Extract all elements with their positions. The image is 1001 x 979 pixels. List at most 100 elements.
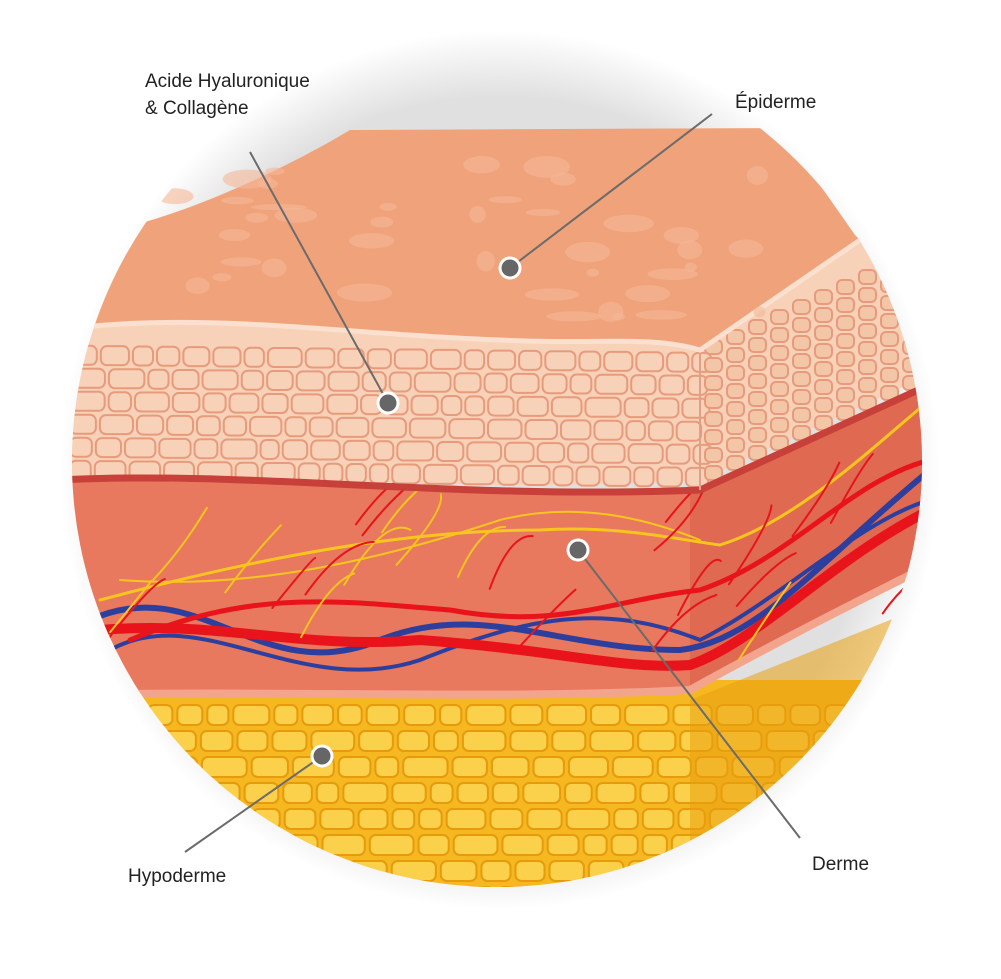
fat-cell bbox=[72, 704, 100, 726]
fat-cell bbox=[439, 704, 463, 726]
fat-cell bbox=[445, 808, 487, 830]
capillary bbox=[735, 552, 797, 607]
epidermis-cell bbox=[135, 414, 165, 436]
epidermis-cell bbox=[651, 397, 680, 419]
fat-cell bbox=[97, 886, 124, 887]
epidermis-cell bbox=[453, 372, 482, 394]
fat-cell bbox=[889, 808, 914, 830]
epidermis-cell bbox=[249, 415, 283, 437]
epidermis-cell bbox=[584, 396, 622, 418]
fat-cell bbox=[461, 730, 507, 752]
capillary bbox=[829, 452, 874, 524]
fat-cell bbox=[691, 886, 738, 887]
fat-cell bbox=[72, 782, 108, 804]
fat-cell bbox=[691, 860, 735, 882]
surface-blotch bbox=[663, 227, 700, 244]
epidermis-cell bbox=[372, 440, 395, 462]
epidermis-cell bbox=[166, 414, 195, 436]
fat-cell bbox=[342, 782, 389, 804]
surface-blotch bbox=[523, 155, 571, 178]
fat-cell bbox=[480, 860, 512, 882]
epidermis-cell bbox=[391, 463, 421, 485]
pointer-lines bbox=[184, 113, 801, 853]
fat-cell bbox=[737, 860, 779, 882]
fat-cell bbox=[870, 834, 902, 856]
fat-cell bbox=[429, 782, 454, 804]
surface-blotch bbox=[684, 262, 697, 272]
fat-cell bbox=[522, 782, 562, 804]
fat-cell bbox=[451, 756, 488, 778]
fat-cell bbox=[200, 756, 248, 778]
epidermis-cell bbox=[107, 391, 132, 413]
epidermis-cell bbox=[544, 350, 577, 372]
epidermis-cell bbox=[704, 393, 723, 409]
epidermis-cell bbox=[509, 372, 540, 394]
epidermis-cell bbox=[770, 327, 789, 343]
epidermis-cell bbox=[487, 395, 515, 417]
fat-cell bbox=[904, 834, 922, 856]
epidermis-cell bbox=[133, 391, 170, 413]
fat-cell bbox=[548, 860, 585, 882]
surface-blotch bbox=[220, 257, 262, 267]
dermis-side bbox=[690, 380, 922, 690]
epidermis-cell bbox=[770, 309, 789, 325]
surface-blotch bbox=[218, 229, 251, 242]
epidermis-cell bbox=[171, 368, 200, 390]
surface-blotch bbox=[265, 167, 285, 176]
epidermis-cell bbox=[107, 368, 146, 390]
epidermis-cell bbox=[536, 442, 566, 464]
epidermis-cell bbox=[858, 269, 877, 285]
pointer-line-epiderme bbox=[509, 113, 713, 269]
surface-blotch bbox=[469, 205, 486, 223]
fat-cell bbox=[842, 782, 870, 804]
epidermis-cell bbox=[448, 418, 486, 440]
capillary bbox=[152, 506, 208, 581]
fat-cell bbox=[843, 808, 887, 830]
epidermis-cell bbox=[858, 341, 877, 357]
fat-cell bbox=[368, 834, 415, 856]
capillary bbox=[224, 524, 282, 594]
epidermis-cell bbox=[602, 465, 632, 487]
fat-cell bbox=[319, 808, 355, 830]
fat-cell bbox=[116, 808, 154, 830]
epidermis-cell bbox=[222, 415, 248, 437]
epidermis-cell bbox=[726, 419, 745, 435]
epidermis-cell bbox=[342, 439, 371, 461]
epidermis-cell bbox=[770, 417, 789, 433]
fat-cell bbox=[613, 808, 639, 830]
epidermis-cell bbox=[388, 371, 412, 393]
epidermis-cell bbox=[858, 323, 877, 339]
fat-cell bbox=[637, 730, 677, 752]
fat-cell bbox=[161, 886, 207, 887]
capillary bbox=[395, 493, 443, 566]
epidermis-cell bbox=[814, 343, 833, 359]
epidermis-cell bbox=[308, 416, 334, 438]
fat-cell bbox=[657, 886, 689, 887]
fat-cell bbox=[337, 704, 363, 726]
epidermis-cell bbox=[559, 419, 592, 441]
surface-blotch bbox=[185, 277, 210, 295]
fat-cell bbox=[611, 756, 654, 778]
epidermis-cell bbox=[858, 287, 877, 303]
epidermis-cell bbox=[335, 416, 370, 438]
epidermis-cell bbox=[594, 373, 629, 395]
fat-cell bbox=[827, 886, 864, 887]
fat-cell bbox=[452, 834, 499, 856]
epidermis-cell bbox=[196, 415, 221, 437]
epidermis-cell bbox=[98, 414, 134, 436]
surface-blotch bbox=[603, 214, 654, 233]
epidermis-cell bbox=[792, 371, 811, 387]
fat-cell bbox=[72, 756, 111, 778]
epidermis-cell bbox=[748, 355, 767, 371]
epidermis-cell bbox=[902, 285, 921, 301]
epidermis-cell bbox=[748, 373, 767, 389]
epidermis-cell bbox=[326, 393, 359, 415]
blood-vessels bbox=[87, 398, 922, 672]
fat-cell bbox=[884, 756, 919, 778]
epidermis-cell bbox=[550, 396, 583, 418]
epidermis-cell bbox=[266, 347, 303, 369]
surface-blotch bbox=[677, 240, 703, 260]
fat-cell bbox=[916, 808, 922, 830]
epidermis-cell bbox=[675, 420, 703, 442]
